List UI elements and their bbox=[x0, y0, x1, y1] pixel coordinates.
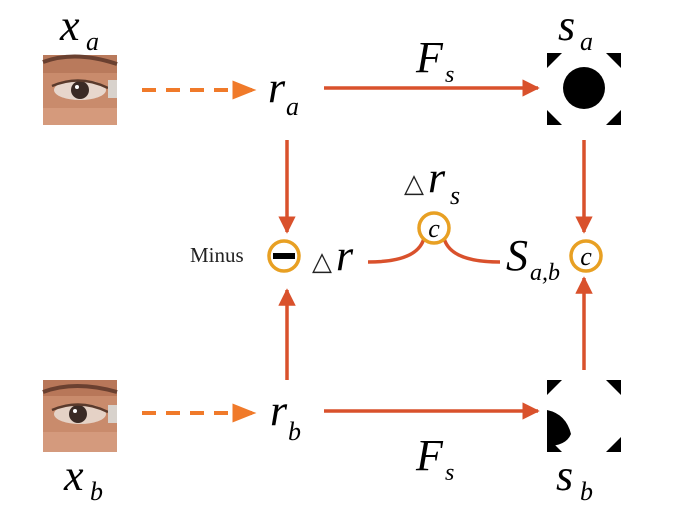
delta-r-symbol: r bbox=[336, 231, 354, 280]
delta-rs-triangle: △ bbox=[404, 169, 424, 198]
feature-symbol-b: r bbox=[270, 386, 288, 435]
connector-similarity bbox=[442, 237, 501, 264]
minus-label: Minus bbox=[190, 243, 244, 267]
output-symbol-b: s bbox=[556, 451, 573, 500]
edge-symbol-bottom: F bbox=[415, 431, 444, 480]
c-node-similarity-symbol: c bbox=[580, 242, 592, 271]
mask-image-a bbox=[547, 53, 621, 125]
feature-symbol-a: r bbox=[268, 63, 286, 112]
minus-node bbox=[267, 239, 301, 273]
similarity-subscript: a,b bbox=[530, 260, 560, 286]
delta-rs-label: △ r s bbox=[404, 153, 460, 210]
edge-label-bottom: F s bbox=[415, 431, 454, 486]
c-node-delta-symbol: c bbox=[428, 214, 440, 243]
c-node-similarity: c bbox=[569, 239, 603, 273]
feature-label-a: r a bbox=[268, 63, 299, 121]
output-symbol-a: s bbox=[558, 1, 575, 50]
feature-subscript-a: a bbox=[286, 92, 299, 121]
delta-r-label: △ r bbox=[312, 231, 354, 280]
feature-label-b: r b bbox=[270, 386, 301, 446]
edge-symbol-top: F bbox=[415, 33, 444, 82]
similarity-label: S a,b bbox=[506, 231, 560, 286]
mask-image-b bbox=[547, 380, 621, 452]
delta-rs-symbol: r bbox=[428, 153, 446, 202]
input-symbol-a: x bbox=[59, 1, 80, 50]
c-node-delta: c bbox=[417, 211, 451, 245]
output-subscript-b: b bbox=[580, 477, 593, 506]
input-subscript-a: a bbox=[86, 27, 99, 56]
eye-image-b bbox=[42, 380, 118, 452]
delta-r-triangle: △ bbox=[312, 247, 332, 276]
eye-image-a bbox=[42, 54, 118, 125]
minus-glyph-icon bbox=[273, 253, 295, 259]
input-label-b: x b bbox=[63, 451, 103, 506]
input-subscript-b: b bbox=[90, 477, 103, 506]
output-subscript-a: a bbox=[580, 27, 593, 56]
delta-rs-subscript: s bbox=[450, 181, 460, 210]
edge-subscript-top: s bbox=[445, 62, 454, 88]
connector-delta-r bbox=[367, 237, 426, 264]
edge-label-top: F s bbox=[415, 33, 454, 88]
output-label-b: s b bbox=[556, 451, 593, 506]
input-symbol-b: x bbox=[63, 451, 84, 500]
similarity-symbol: S bbox=[506, 231, 528, 280]
output-label-a: s a bbox=[558, 1, 593, 56]
input-label-a: x a bbox=[59, 1, 99, 56]
feature-subscript-b: b bbox=[288, 417, 301, 446]
edge-subscript-bottom: s bbox=[445, 460, 454, 486]
